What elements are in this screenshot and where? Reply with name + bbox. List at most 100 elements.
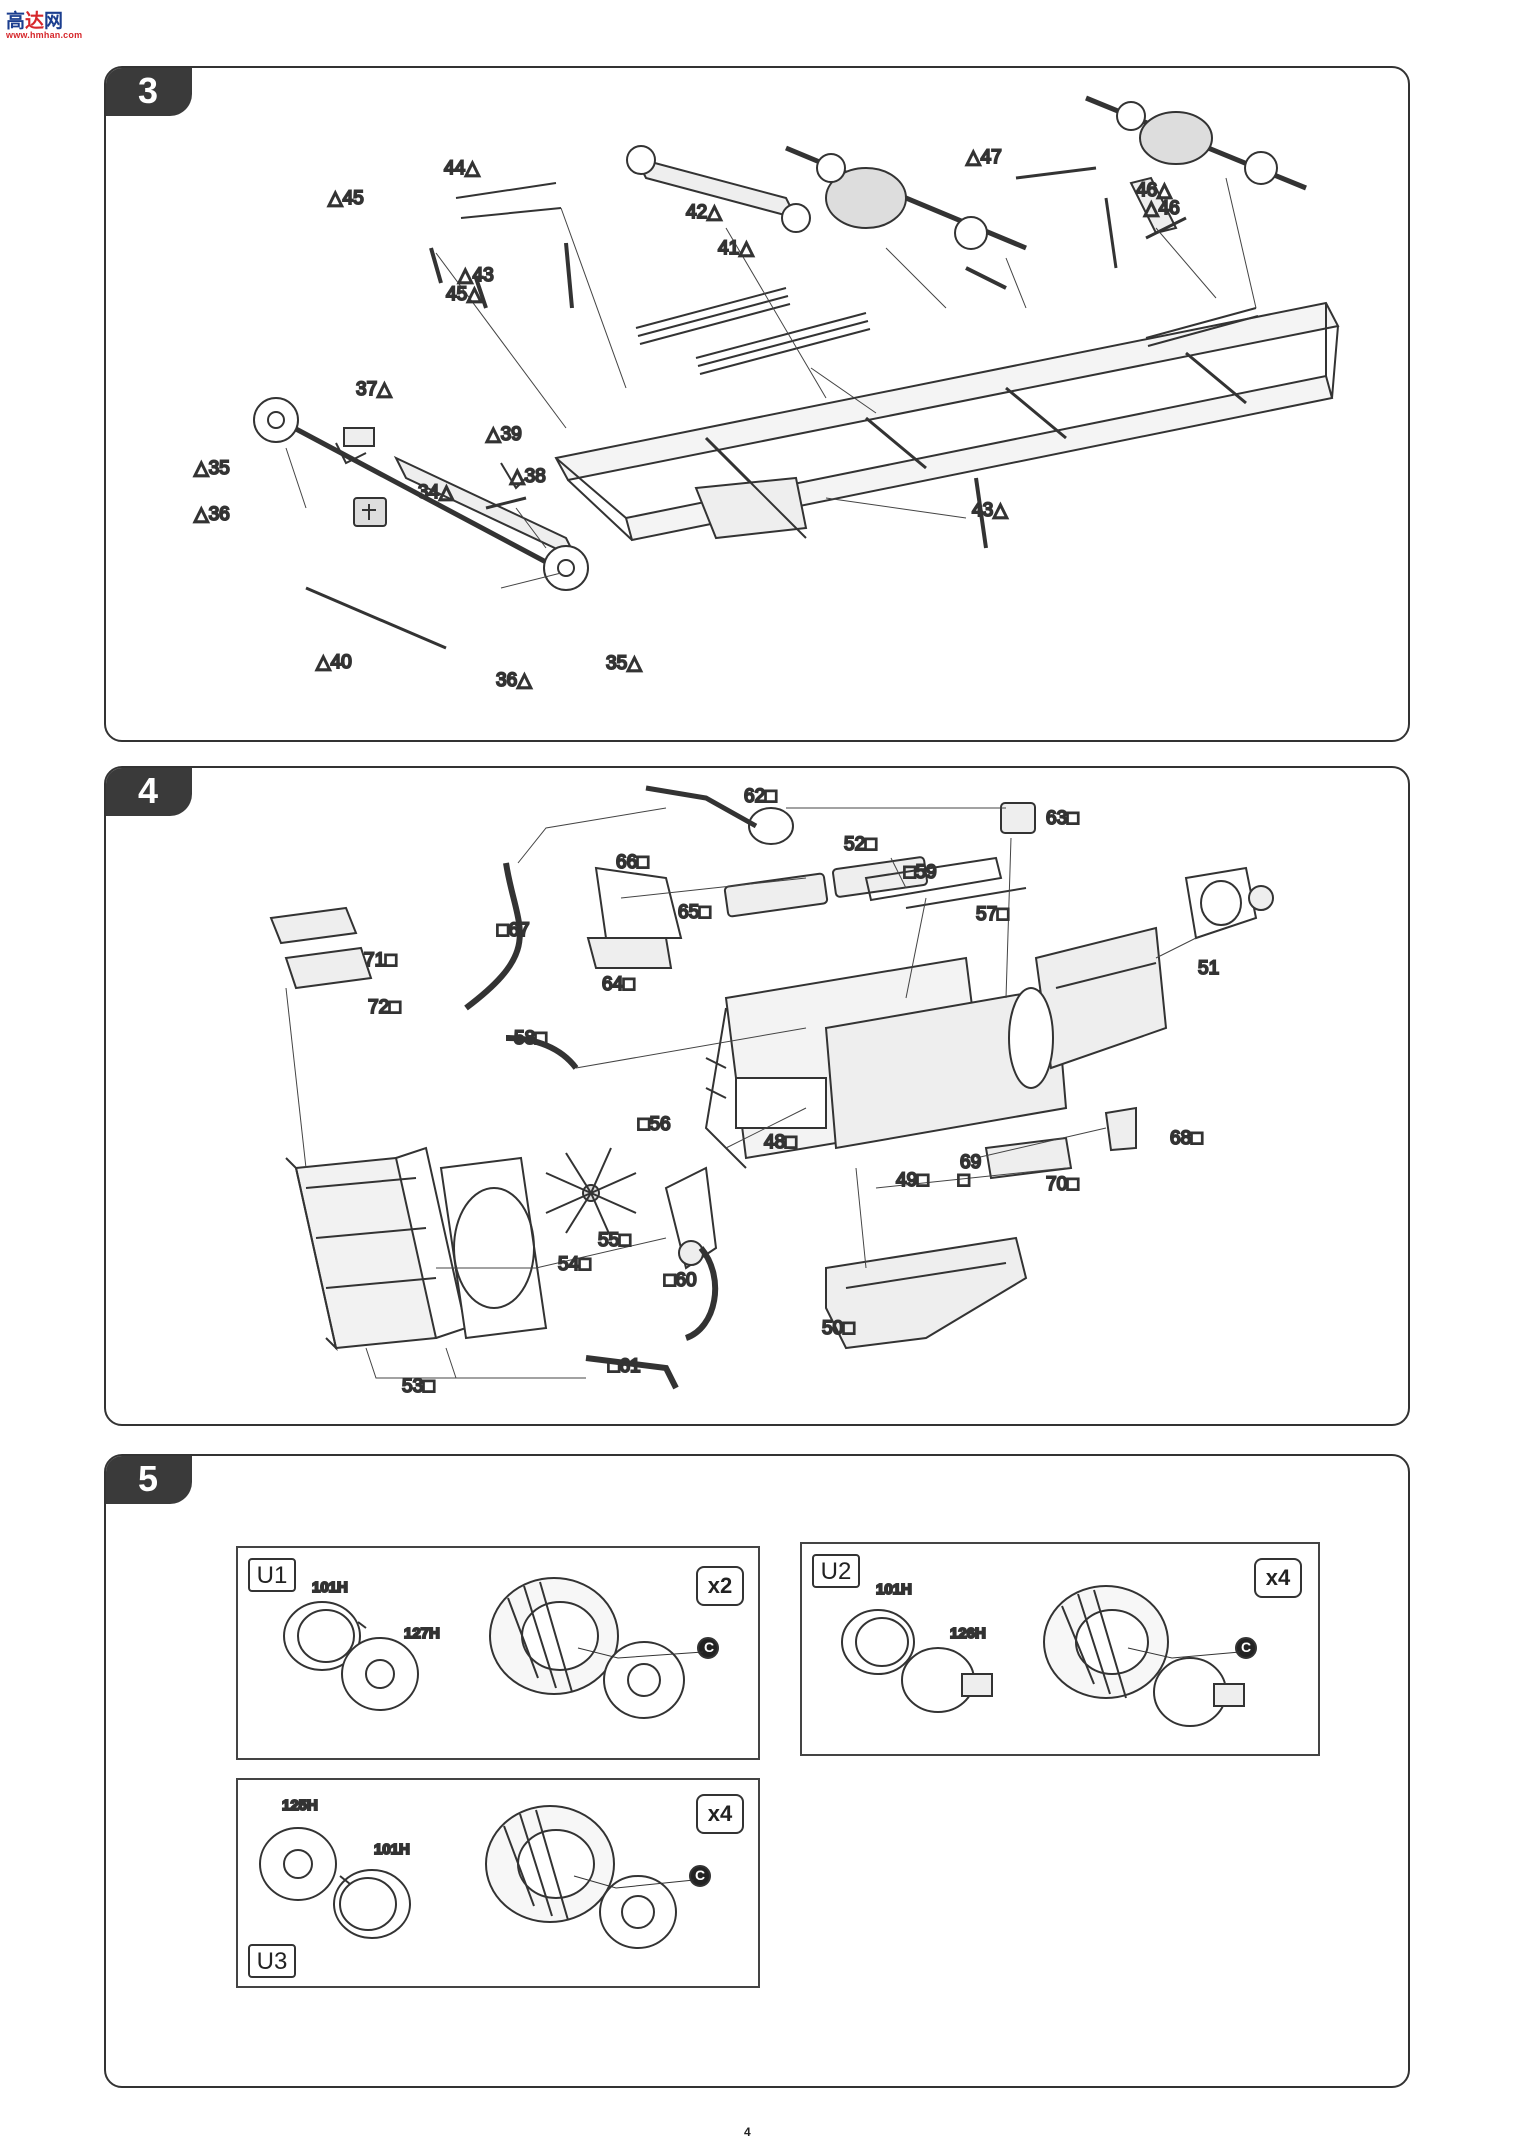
hoses	[585, 1246, 719, 1390]
wheel-assembly-drawing: 101H 126H	[841, 1580, 1257, 1727]
part-label: 62□	[744, 786, 777, 807]
links	[429, 166, 1187, 309]
fan	[545, 1147, 637, 1239]
site-logo-url: www.hmhan.com	[6, 30, 83, 40]
quantity-badge: x2	[696, 1566, 744, 1606]
part-label: 68□	[1170, 1128, 1203, 1149]
part-label: 101H	[876, 1581, 912, 1598]
step-4-diagram: 62□ 63□ 52□ 66□ □59 65□ 57□ □67 71□ 72□ …	[269, 785, 1274, 1398]
part-label: △45	[328, 188, 364, 209]
part-label: 64□	[602, 974, 635, 995]
unit-label: U3	[248, 1944, 296, 1978]
wheel-unit-u2: U2 x4 101H 126H C	[800, 1542, 1320, 1756]
part-label: 45△	[446, 284, 482, 305]
unit-label: U2	[812, 1554, 860, 1588]
step-number: 3	[106, 68, 192, 116]
exhaust-manifold	[864, 856, 1027, 909]
step-4-panel: 4	[104, 766, 1410, 1426]
leader-lines	[285, 807, 1197, 1379]
part-label: △39	[486, 424, 522, 445]
drive-belt	[664, 1166, 718, 1270]
engine-mounts	[984, 1106, 1137, 1180]
part-label: 63□	[1046, 808, 1079, 829]
part-label: △40	[316, 652, 352, 673]
step-3-panel: 3	[104, 66, 1410, 742]
shock-absorbers	[564, 197, 1118, 549]
part-label: 52□	[844, 834, 877, 855]
bell-housing	[1184, 866, 1274, 940]
part-label: 49□	[896, 1170, 929, 1191]
wheel-unit-u1: U1 x2 101H 127H C	[236, 1546, 760, 1760]
part-label: □61	[608, 1356, 641, 1377]
part-label: 34△	[418, 482, 454, 503]
decal-tag: C	[694, 1867, 706, 1883]
part-label: 43△	[972, 500, 1008, 521]
fan-shroud	[439, 1156, 548, 1340]
part-label: 70□	[1046, 1174, 1079, 1195]
wheel-assembly-drawing: 125H 101H	[259, 1796, 711, 1949]
part-label: 55□	[598, 1230, 631, 1251]
part-label: 36△	[496, 670, 532, 691]
part-label: 65□	[678, 902, 711, 923]
air-cleaner	[586, 866, 683, 969]
valve-covers	[723, 856, 928, 918]
lower-hose	[505, 1035, 579, 1070]
unit-label: U1	[248, 1558, 296, 1592]
part-label: 44△	[444, 158, 480, 179]
site-logo-text: 高达网	[6, 10, 64, 32]
part-label: 48□	[764, 1132, 797, 1153]
part-label: △35	[194, 458, 230, 479]
part-label: 35△	[606, 653, 642, 674]
part-label: 71□	[364, 950, 397, 971]
step-5-panel: 5 U1 x2 101H 127H C U2 x4 101H 126H	[104, 1454, 1410, 2088]
part-label: 69	[960, 1152, 981, 1173]
part-label: □60	[664, 1270, 697, 1291]
part-label: △38	[510, 466, 546, 487]
part-label: △46	[1144, 198, 1180, 219]
part-label: □59	[904, 862, 937, 883]
quantity-badge: x4	[696, 1794, 744, 1834]
part-label: △43	[458, 265, 494, 286]
part-label: △36	[194, 504, 230, 525]
rear-axle	[785, 145, 1027, 290]
step-3-diagram: △45 44△ 45△ △43 42△ 41△ △47 46△ △46 37△ …	[193, 95, 1340, 692]
rear-axle-2	[1085, 95, 1307, 191]
thermostat-housing	[645, 785, 1036, 845]
leader-lines	[285, 177, 1257, 589]
upper-beam	[626, 145, 811, 233]
radiator-bracket	[269, 906, 373, 990]
chassis-frame	[554, 301, 1340, 542]
engine-block	[704, 956, 1068, 1169]
part-label: 125H	[282, 1797, 318, 1814]
part-label: 54□	[558, 1254, 591, 1275]
part-label: 53□	[402, 1376, 435, 1397]
part-label: 58□	[514, 1028, 547, 1049]
decal-tag: C	[1240, 1639, 1252, 1655]
part-label: 50□	[822, 1318, 855, 1339]
oil-pan	[825, 1236, 1028, 1350]
part-label: 126H	[950, 1625, 986, 1642]
part-label: □	[958, 1170, 970, 1191]
part-label: 51	[1198, 958, 1219, 979]
part-label: 101H	[374, 1841, 410, 1858]
part-label: □56	[638, 1114, 671, 1135]
part-label: □67	[497, 920, 530, 941]
step-number: 5	[106, 1456, 192, 1504]
transmission	[1008, 926, 1168, 1089]
part-label: 37△	[356, 379, 392, 400]
decal-tag: C	[703, 1639, 715, 1655]
part-label: 46△	[1136, 180, 1172, 201]
part-label: 72□	[368, 997, 401, 1018]
page-number: 4	[744, 2125, 751, 2139]
part-label: 42△	[686, 202, 722, 223]
part-label: 41△	[718, 238, 754, 259]
leaf-springs	[635, 287, 1259, 375]
part-label: △47	[966, 147, 1002, 168]
wheel-assembly-drawing: 101H 127H	[283, 1577, 719, 1719]
radiator	[285, 1146, 468, 1352]
wheel-unit-u3: U3 x4 125H 101H C	[236, 1778, 760, 1988]
site-logo: 高达网 www.hmhan.com	[6, 6, 82, 40]
part-label: 127H	[404, 1625, 440, 1642]
front-axle	[253, 397, 589, 650]
part-label: 66□	[616, 852, 649, 873]
